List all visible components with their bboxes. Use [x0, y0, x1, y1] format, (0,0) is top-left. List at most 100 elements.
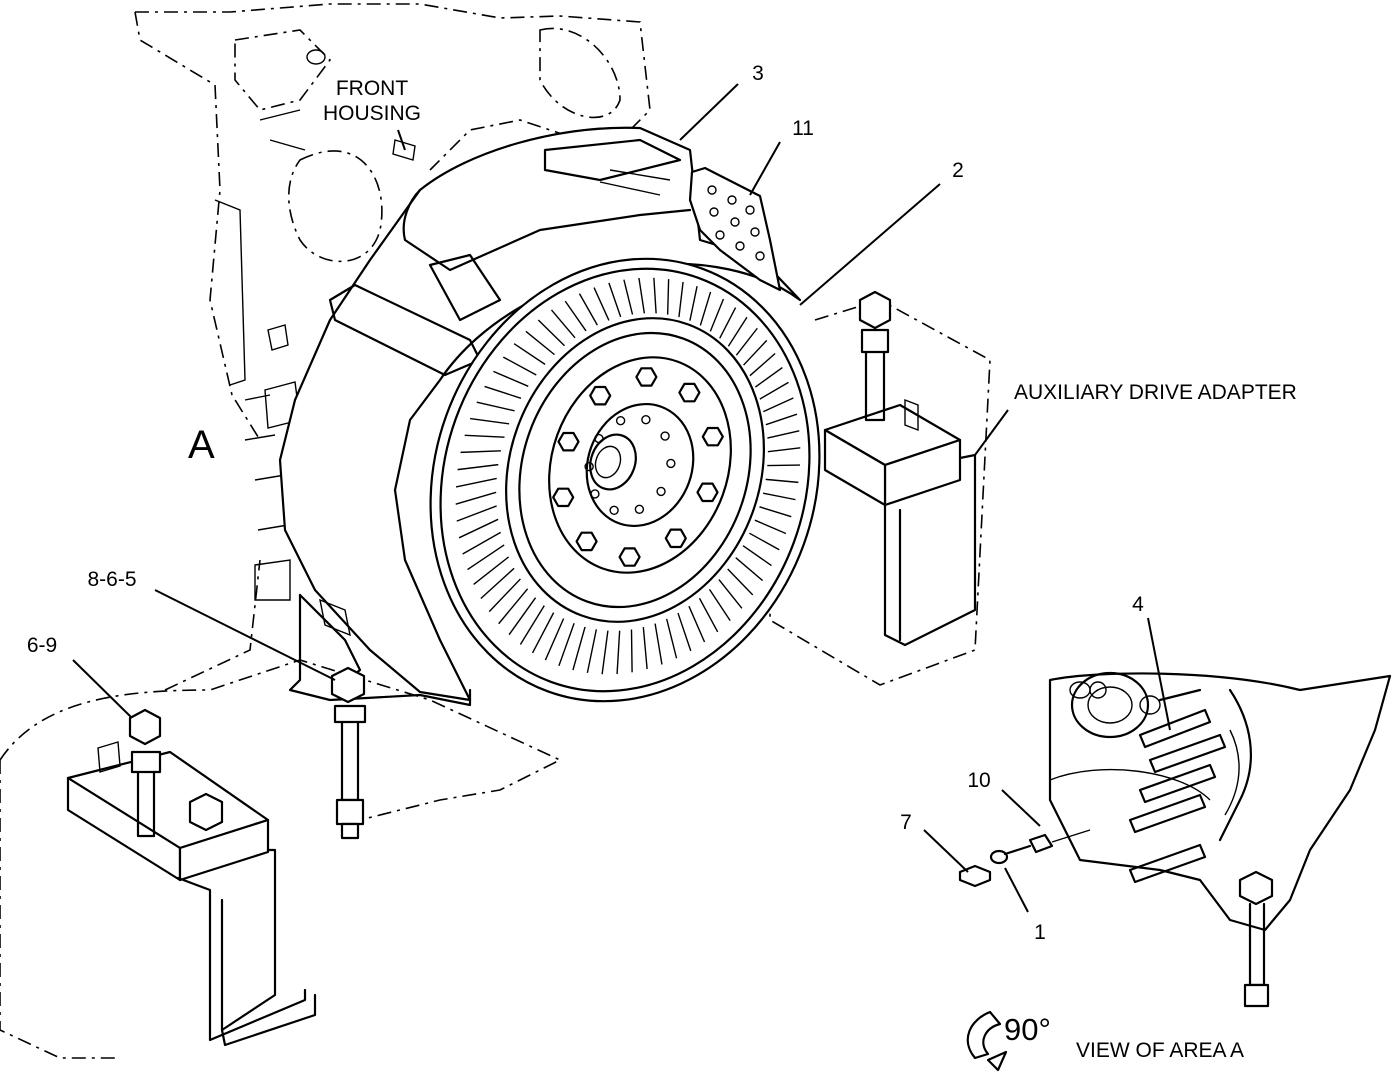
callout-10: 10: [967, 769, 990, 792]
hub-bolt: [635, 367, 658, 387]
label-auxiliary-drive-adapter: AUXILIARY DRIVE ADAPTER: [1014, 381, 1297, 404]
fan-blade: [564, 300, 587, 332]
labels: FRONT HOUSING 3 11 2 AUXILIARY DRIVE ADA…: [27, 62, 1297, 1062]
callout-1: 1: [1034, 921, 1046, 944]
mounting-plate: [688, 166, 782, 292]
fan-blade: [735, 557, 764, 582]
fan-blade: [480, 567, 515, 600]
callout-6-9: 6-9: [27, 634, 57, 657]
fan-blade: [458, 518, 499, 539]
hub-hole: [666, 458, 676, 469]
fan-blade: [699, 291, 712, 326]
fan-blade: [762, 492, 796, 501]
fan-blade: [488, 578, 521, 613]
fan-blade: [759, 506, 792, 518]
fan-blade: [519, 605, 545, 645]
fan-blade: [616, 630, 621, 675]
fan-blade: [502, 356, 537, 376]
hub-hole: [590, 489, 600, 499]
fan-blade: [727, 568, 754, 596]
fan-blade: [735, 327, 758, 356]
leader-lines: [72, 83, 1171, 913]
hub-bolt: [701, 426, 724, 447]
hub-hole: [584, 461, 594, 472]
fan-blade: [708, 588, 731, 622]
fan-wheel: [429, 257, 821, 703]
fan-blade: [558, 623, 575, 667]
fan-blade: [765, 478, 799, 484]
fan-blade: [456, 505, 497, 522]
hub-hole: [656, 486, 666, 497]
fan-blade: [666, 279, 670, 315]
fan-blade: [525, 330, 555, 356]
area-marker-a: A: [188, 423, 215, 467]
fan-blade: [749, 352, 776, 377]
fan-blade: [678, 281, 684, 318]
fan-blade: [455, 491, 497, 505]
label-front-housing-1: FRONT: [336, 77, 408, 100]
fan-blade: [513, 343, 546, 365]
fan-blade: [608, 282, 622, 318]
callout-8-6-5: 8-6-5: [87, 568, 136, 591]
fan-blade: [460, 450, 501, 454]
auxiliary-drive-adapter: [769, 290, 991, 686]
fan-blade: [593, 287, 610, 321]
fan-blade: [653, 277, 657, 314]
hub-bolts: [552, 367, 724, 567]
hub-hole: [641, 415, 651, 425]
fan-blade: [759, 381, 789, 400]
fan-blade: [767, 430, 800, 439]
hub-hole: [660, 431, 670, 441]
fan-blade: [642, 627, 648, 670]
fan-blade: [601, 630, 609, 675]
callout-7: 7: [900, 811, 912, 834]
hub-hole: [594, 433, 604, 444]
hub-bolt: [557, 431, 580, 452]
fan-blade: [455, 477, 497, 488]
hub-bolt: [664, 528, 687, 549]
hub-bolt: [552, 487, 575, 508]
fan-blade: [688, 605, 706, 643]
fan-blade: [749, 532, 780, 551]
fan-blade: [767, 447, 801, 453]
hub-bolt: [696, 482, 719, 503]
fan-blade: [638, 277, 646, 314]
left-mount-bolt: [330, 666, 367, 840]
hub-bolt: [618, 547, 641, 567]
hub-hole: [615, 415, 626, 426]
fan-blade: [578, 293, 598, 326]
fan-blade: [531, 612, 555, 654]
fan-blade: [476, 401, 515, 412]
fan-blades: [455, 277, 801, 675]
plate-holes: [707, 185, 765, 261]
fan-blade: [457, 463, 499, 471]
fan-blade: [470, 417, 510, 425]
view-caption: VIEW OF AREA A: [1076, 1039, 1244, 1062]
fan-blade: [665, 618, 678, 659]
fan-blade: [698, 597, 719, 633]
detail-small-parts: [958, 829, 1091, 888]
fan-blade: [727, 316, 748, 347]
fan-blade: [743, 339, 768, 366]
fan-blade: [677, 612, 692, 652]
fan-blade: [654, 623, 663, 665]
hub-holes: [584, 415, 676, 515]
fan-blade: [623, 279, 634, 315]
fan-blade: [544, 618, 565, 661]
hub-hole: [634, 504, 645, 515]
fan-blade: [462, 531, 501, 555]
callout-4: 4: [1132, 593, 1144, 616]
fan-blade: [709, 298, 725, 332]
fan-blade: [484, 385, 522, 399]
fan-blade: [508, 597, 537, 636]
fan-blade: [572, 626, 586, 671]
fan-blade: [754, 519, 787, 535]
fan-blade: [586, 629, 598, 674]
fan-blade: [473, 556, 510, 586]
left-support-block: [0, 708, 317, 1059]
fan-blade: [467, 544, 505, 571]
hub-bolt: [589, 385, 612, 406]
fan-blade: [718, 579, 743, 609]
fan-blade: [498, 588, 529, 625]
